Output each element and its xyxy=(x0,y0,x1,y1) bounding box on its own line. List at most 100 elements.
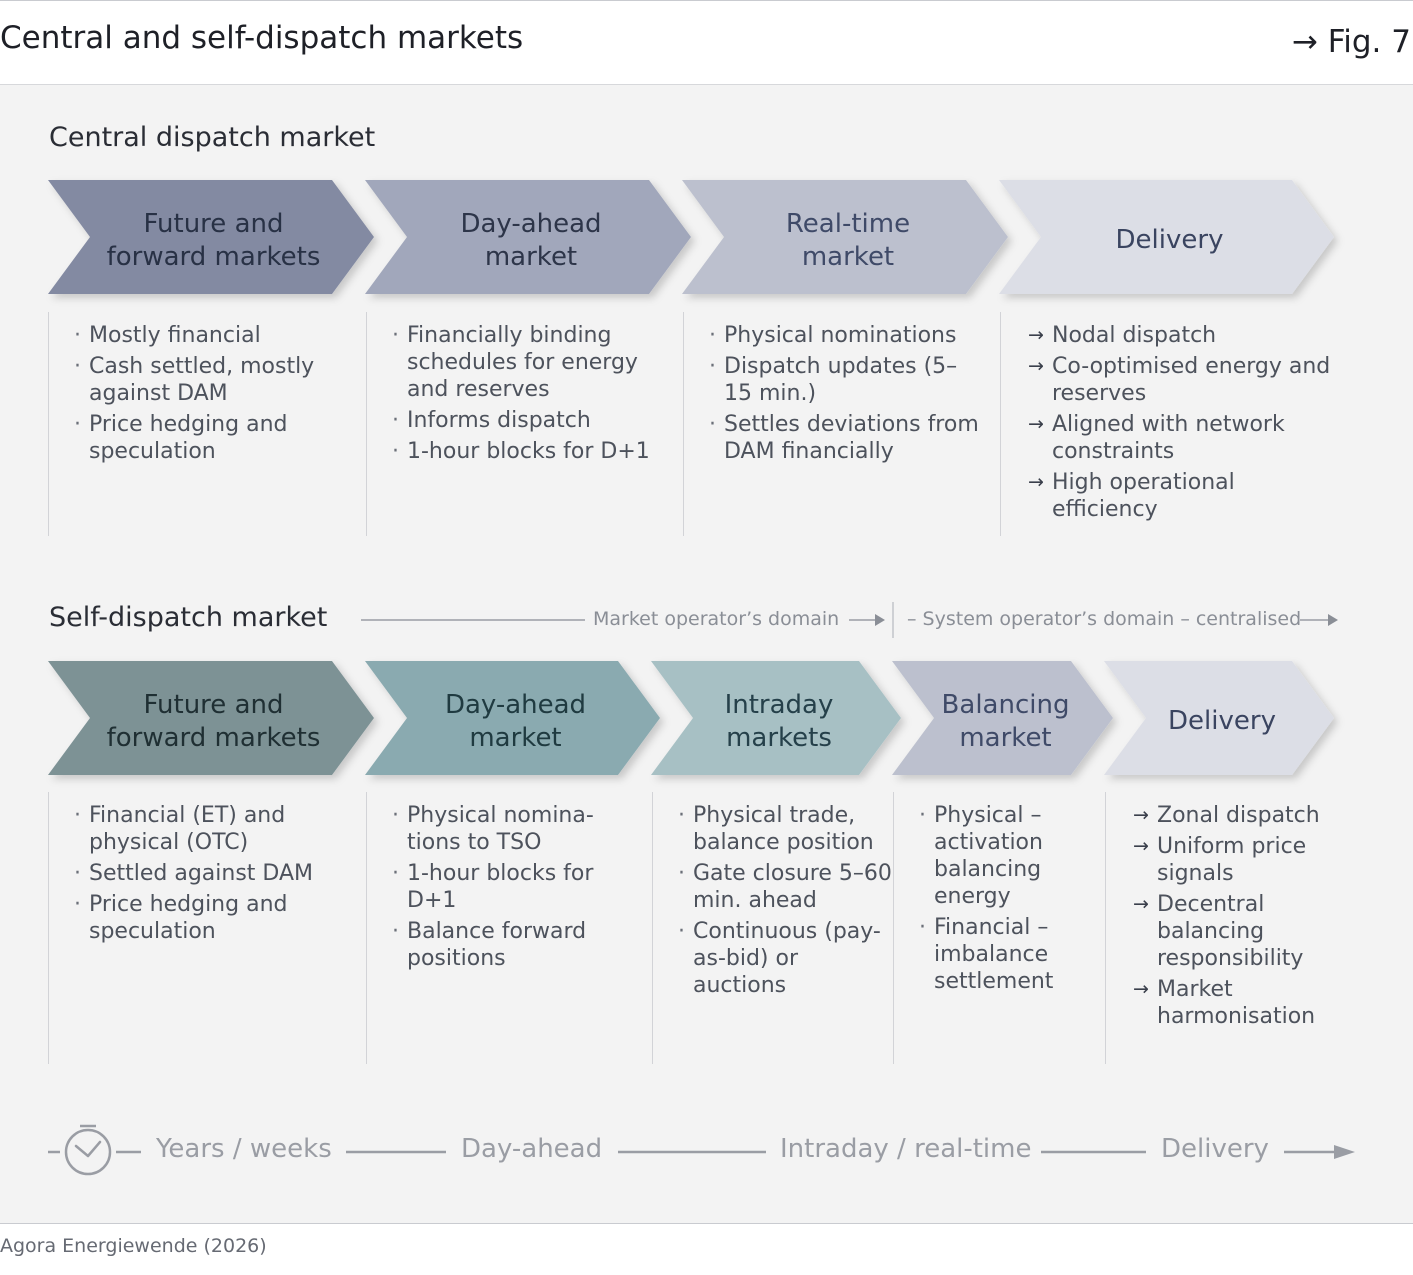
chevron-label-self-2-1: Intraday xyxy=(725,690,834,720)
bullet-item: Price hedging and speculation xyxy=(74,411,349,465)
domain-annotation xyxy=(361,602,1338,638)
chevron-label-self-1-2: market xyxy=(469,723,561,753)
bullet-item: Gate closure 5–60 min. ahead xyxy=(678,860,893,914)
top-rule xyxy=(0,0,1413,1)
chevron-central-1 xyxy=(365,180,691,294)
market-domain-label: Market operator’s domain xyxy=(593,608,840,630)
bullet-item: Uniform price signals xyxy=(1133,833,1328,887)
bullet-item: Aligned with network constraints xyxy=(1028,411,1338,465)
bullet-list: Physical trade, balance positionGate clo… xyxy=(678,802,893,999)
column-divider xyxy=(1000,312,1001,536)
column-divider xyxy=(683,312,684,536)
bullet-item: Balance forward positions xyxy=(392,918,642,972)
bullet-item: Physical trade, balance position xyxy=(678,802,893,856)
chevron-label-self-0-1: Future and xyxy=(144,690,284,720)
stage-description-self-3: Physical – activation balancing energyFi… xyxy=(919,802,1094,999)
chevron-label-central-3-1: Delivery xyxy=(1116,225,1224,255)
chevron-label-self-2-2: markets xyxy=(726,723,832,753)
bullet-item: Physical nominations xyxy=(709,322,979,349)
bullet-item: Financially binding schedules for energy… xyxy=(392,322,652,403)
bullet-item: Settles deviations from DAM financially xyxy=(709,411,979,465)
arrow-head-icon xyxy=(875,614,885,626)
stage-description-self-4: Zonal dispatchUniform price signalsDecen… xyxy=(1133,802,1328,1034)
chevron-label-self-3-1: Balancing xyxy=(942,690,1070,720)
chevron-self-3 xyxy=(892,661,1113,775)
bullet-item: Market harmonisation xyxy=(1133,976,1328,1030)
column-divider xyxy=(366,312,367,536)
bullet-item: Physical nomina-tions to TSO xyxy=(392,802,642,856)
chevron-self-1 xyxy=(365,661,660,775)
bullet-item: Nodal dispatch xyxy=(1028,322,1338,349)
chevron-label-self-3-2: market xyxy=(959,723,1051,753)
column-divider xyxy=(652,792,653,1064)
bullet-item: Dispatch updates (5–15 min.) xyxy=(709,353,979,407)
system-domain-label: – System operator’s domain – centralised xyxy=(907,608,1302,630)
bullet-list: Physical – activation balancing energyFi… xyxy=(919,802,1094,995)
chevron-self-0 xyxy=(48,661,374,775)
bullet-item: Price hedging and speculation xyxy=(74,891,349,945)
source-note: Agora Energiewende (2026) xyxy=(0,1235,267,1257)
chevron-label-central-2-1: Real-time xyxy=(786,209,910,239)
bullet-item: High operational efficiency xyxy=(1028,469,1338,523)
arrow-head-icon xyxy=(1328,614,1338,626)
bullet-item: Informs dispatch xyxy=(392,407,652,434)
stage-description-central-1: Financially binding schedules for energy… xyxy=(392,322,652,469)
timeline xyxy=(48,1124,1355,1176)
chevron-label-central-1-1: Day-ahead xyxy=(460,209,601,239)
timeline-label-intraday: Intraday / real-time xyxy=(780,1134,1032,1164)
stage-description-central-2: Physical nominationsDispatch updates (5–… xyxy=(709,322,979,469)
stage-description-central-0: Mostly financialCash settled, mostly aga… xyxy=(74,322,349,469)
chevron-central-3 xyxy=(999,180,1334,294)
bullet-list: Physical nomina-tions to TSO1-hour block… xyxy=(392,802,642,972)
bullet-list: Financial (ET) and physical (OTC) Settled… xyxy=(74,802,349,945)
bullet-item: Continuous (pay-as-bid) or auctions xyxy=(678,918,893,999)
bullet-item: Settled against DAM xyxy=(74,860,349,887)
bullet-list: Nodal dispatchCo-optimised energy and re… xyxy=(1028,322,1338,523)
stage-description-self-0: Financial (ET) and physical (OTC) Settled… xyxy=(74,802,349,949)
bullet-item: Financial (ET) and physical (OTC) xyxy=(74,802,349,856)
chevron-label-central-0-1: Future and xyxy=(144,209,284,239)
chevron-label-self-4-1: Delivery xyxy=(1168,706,1276,736)
bullet-list: Mostly financialCash settled, mostly aga… xyxy=(74,322,349,465)
timeline-label-day-ahead: Day-ahead xyxy=(461,1134,603,1164)
bullet-item: Decentral balancing responsibility xyxy=(1133,891,1328,972)
bullet-item: Cash settled, mostly against DAM xyxy=(74,353,349,407)
bullet-item: Financial – imbalance settlement xyxy=(919,914,1094,995)
bullet-list: Physical nominationsDispatch updates (5–… xyxy=(709,322,979,465)
self-section-title: Self-dispatch market xyxy=(49,602,328,633)
bullet-item: Mostly financial xyxy=(74,322,349,349)
chevron-label-central-1-2: market xyxy=(485,242,577,272)
bullet-item: Zonal dispatch xyxy=(1133,802,1328,829)
bullet-item: 1-hour blocks for D+1 xyxy=(392,860,642,914)
timeline-arrow-head-icon xyxy=(1334,1145,1355,1159)
chevron-label-central-0-2: forward markets xyxy=(107,242,321,272)
stage-description-central-3: Nodal dispatchCo-optimised energy and re… xyxy=(1028,322,1338,527)
column-divider xyxy=(48,792,49,1064)
chevron-label-central-2-2: market xyxy=(802,242,894,272)
column-divider xyxy=(1105,792,1106,1064)
chevron-central-2 xyxy=(682,180,1008,294)
timeline-label-delivery: Delivery xyxy=(1161,1134,1269,1164)
bullet-item: Physical – activation balancing energy xyxy=(919,802,1094,910)
central-section-title: Central dispatch market xyxy=(49,122,376,153)
chevron-self-4 xyxy=(1104,661,1334,775)
bullet-list: Financially binding schedules for energy… xyxy=(392,322,652,465)
chevron-label-self-1-1: Day-ahead xyxy=(445,690,586,720)
column-divider xyxy=(48,312,49,536)
stage-description-self-2: Physical trade, balance positionGate clo… xyxy=(678,802,893,1003)
figure-number: → Fig. 7 xyxy=(1291,24,1411,60)
bullet-item: Co-optimised energy and reserves xyxy=(1028,353,1338,407)
chevron-self-2 xyxy=(651,661,901,775)
chevron-label-self-0-2: forward markets xyxy=(107,723,321,753)
bullet-item: 1-hour blocks for D+1 xyxy=(392,438,652,465)
figure-title: Central and self-dispatch markets xyxy=(0,20,524,56)
column-divider xyxy=(893,792,894,1064)
timeline-label-years: Years / weeks xyxy=(156,1134,332,1164)
clock-icon xyxy=(64,1124,112,1176)
column-divider xyxy=(366,792,367,1064)
chevron-central-0 xyxy=(48,180,374,294)
stage-description-self-1: Physical nomina-tions to TSO1-hour block… xyxy=(392,802,642,976)
bullet-list: Zonal dispatchUniform price signalsDecen… xyxy=(1133,802,1328,1030)
